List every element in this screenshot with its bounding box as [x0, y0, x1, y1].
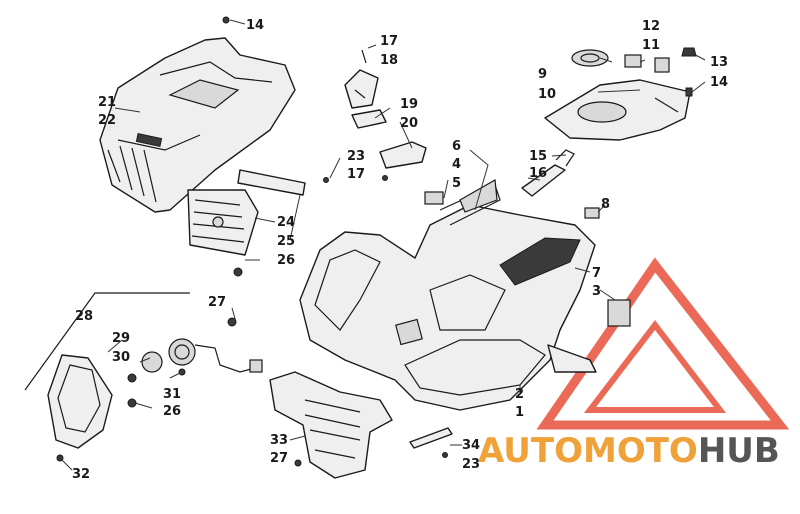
callout-11: 11: [642, 38, 660, 53]
callout-27a: 27: [208, 295, 226, 310]
rear-cover-part: [544, 79, 691, 141]
callout-12: 12: [642, 19, 660, 34]
callout-34: 34: [462, 438, 480, 453]
fender-bracket-part: [547, 344, 597, 373]
callout-5: 5: [452, 176, 461, 191]
gasket-ring-part: [571, 49, 609, 67]
callout-7: 7: [592, 266, 601, 281]
headlight-assembly-part: [24, 292, 263, 449]
callout-29: 29: [112, 331, 130, 346]
callout-33: 33: [270, 433, 288, 448]
callout-24: 24: [277, 215, 295, 230]
trim-strip-part: [237, 169, 306, 196]
fastener-17b: [382, 175, 388, 181]
label-4-part: [424, 191, 444, 205]
leader-lines: [61, 19, 706, 471]
label-11-part: [624, 54, 642, 68]
callout-19: 19: [400, 97, 418, 112]
callout-15: 15: [529, 149, 547, 164]
callout-labels: 14 17 18 12 11 13 9 14 10 21 22 19 20 6 …: [72, 18, 728, 482]
label-3-part: [607, 299, 631, 327]
callout-17b: 17: [347, 167, 365, 182]
callout-18: 18: [380, 53, 398, 68]
callout-23a: 23: [347, 149, 365, 164]
callout-32: 32: [72, 467, 90, 482]
callout-17a: 17: [380, 34, 398, 49]
fastener-14a: [222, 16, 230, 24]
callout-20: 20: [400, 116, 418, 131]
watermark-logo-triangle: [536, 257, 790, 430]
switch-housing-part: [344, 49, 379, 109]
callout-30: 30: [112, 350, 130, 365]
callout-1: 1: [515, 405, 524, 420]
front-hood-part: [99, 37, 296, 213]
fastener-23a: [323, 177, 329, 183]
watermark-hub: HUB: [698, 431, 780, 471]
front-fender-body-part: [299, 179, 596, 411]
callout-21: 21: [98, 95, 116, 110]
callout-16: 16: [529, 166, 547, 181]
callout-23b: 23: [462, 457, 480, 472]
callout-28: 28: [75, 309, 93, 324]
front-bumper-part: [269, 371, 393, 479]
fastener-32: [56, 454, 64, 462]
callout-8: 8: [601, 197, 610, 212]
callout-27b: 27: [270, 451, 288, 466]
callout-13: 13: [710, 55, 728, 70]
fastener-23b: [442, 452, 448, 458]
footrest-strip-part: [409, 427, 453, 449]
callout-26a: 26: [277, 253, 295, 268]
callout-25: 25: [277, 234, 295, 249]
callout-26b: 26: [163, 404, 181, 419]
svg-text:AUTOMOTOHUB: AUTOMOTOHUB: [478, 431, 780, 471]
fastener-27b: [294, 459, 302, 467]
callout-3: 3: [592, 284, 601, 299]
callout-31: 31: [163, 387, 181, 402]
screw-part: [685, 87, 693, 97]
clip-part: [584, 207, 600, 219]
callout-22: 22: [98, 113, 116, 128]
label-12-part: [654, 57, 670, 73]
callout-2: 2: [515, 387, 524, 402]
fastener-26a: [233, 267, 243, 277]
callout-14a: 14: [246, 18, 264, 33]
grill-plate-part: [187, 189, 259, 256]
callout-9: 9: [538, 67, 547, 82]
watermark-auto: AUTO: [478, 431, 583, 471]
callout-6: 6: [452, 139, 461, 154]
watermark-wordmark: AUTOMOTOHUB: [478, 431, 780, 471]
callout-4: 4: [452, 157, 461, 172]
watermark-moto: MOTO: [583, 431, 698, 471]
callout-14b: 14: [710, 75, 728, 90]
switch-panel-part: [379, 141, 427, 169]
switch-cover-part: [351, 109, 387, 129]
callout-10: 10: [538, 87, 556, 102]
nut-part: [681, 47, 697, 57]
